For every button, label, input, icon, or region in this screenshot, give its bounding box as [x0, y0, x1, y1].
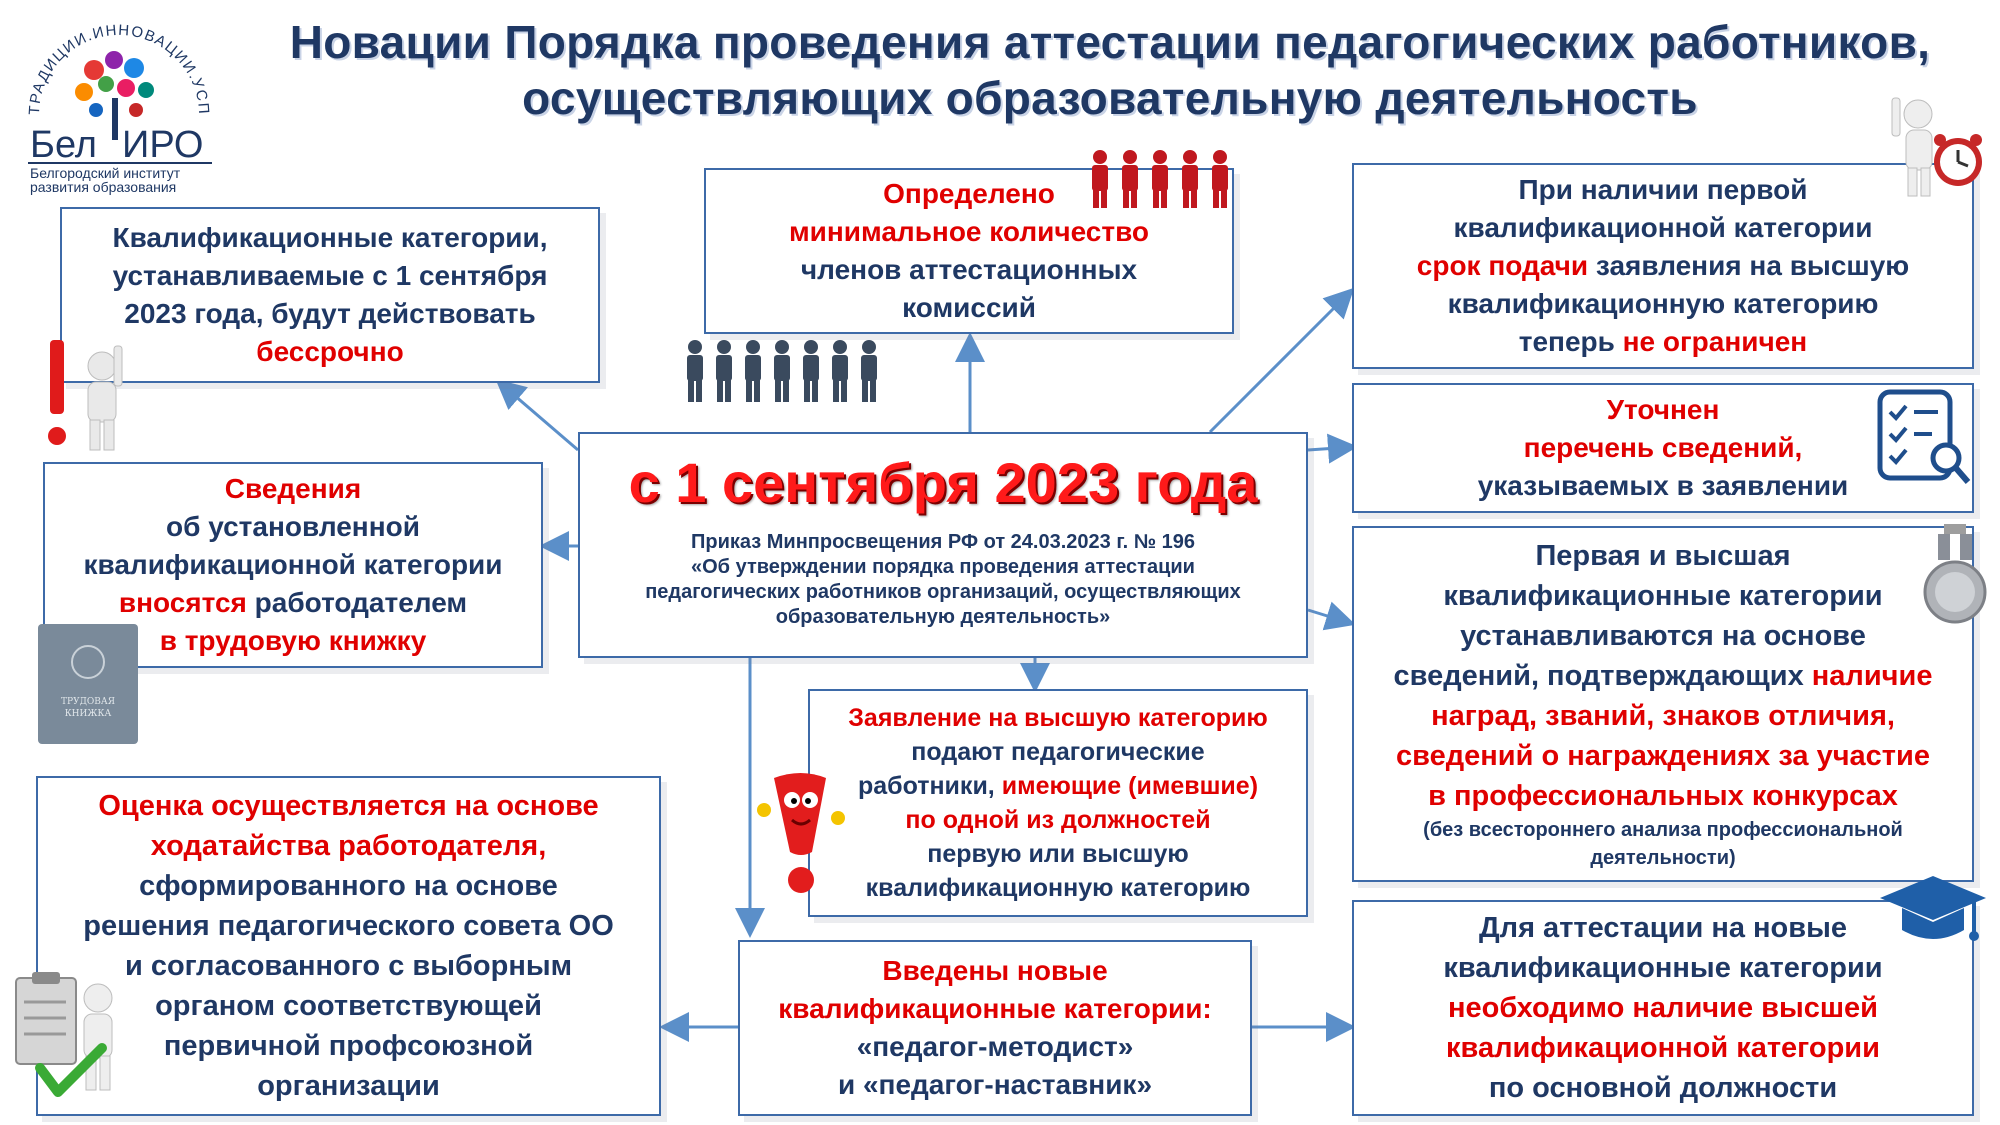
alarm-clock-figure-icon [1891, 97, 1982, 197]
graduation-cap-icon [1880, 876, 1986, 941]
order-reference: Приказ Минпросвещения РФ от 24.03.2023 г… [645, 531, 1241, 628]
arrow-to-list [1307, 433, 1358, 464]
box-awards: Первая и высшая квалификационные категор… [1352, 526, 1974, 882]
box-requirement: Для аттестации на новые квалификационные… [1352, 900, 1974, 1116]
title-line-1: Новации Порядка проведения аттестации пе… [289, 16, 1931, 68]
workbook-icon: ТРУДОВАЯ КНИЖКА [38, 624, 138, 744]
center-box: с 1 сентября 2023 года Приказ Минпросвещ… [578, 432, 1308, 658]
arrow-to-indefinite [495, 379, 579, 452]
workbook-label-2: КНИЖКА [65, 709, 112, 719]
people-group-icon [687, 340, 877, 402]
title-line-2: осуществляющих образовательную деятельно… [522, 72, 1698, 124]
logo-brand-left: Бел [30, 124, 97, 166]
logo-brand-right: ИРО [122, 124, 203, 166]
box-application: Заявление на высшую категорию подают пед… [808, 689, 1308, 917]
clipboard-check-icon [15, 972, 113, 1097]
box-commission: Определено минимальное количество членов… [704, 168, 1234, 334]
center-date: с 1 сентября 2023 года [628, 451, 1258, 514]
arrow-to-deadline [1208, 287, 1355, 434]
logo: ТРАДИЦИИ.ИННОВАЦИИ.УСПЕХ Бел ИРО Белгоро… [8, 0, 224, 195]
box-info-list: Уточнен перечень сведений, указываемых в… [1352, 383, 1974, 513]
page-title: Новации Порядка проведения аттестации пе… [230, 14, 1990, 126]
exclamation-mascot-icon [757, 773, 845, 893]
logo-tree-icon: ТРАДИЦИИ.ИННОВАЦИИ.УСПЕХ Бел ИРО Белгоро… [8, 0, 212, 195]
box-deadline: При наличии первой квалификационной кате… [1352, 163, 1974, 369]
workbook-label-1: ТРУДОВАЯ [61, 697, 115, 707]
logo-subtitle-2: развития образования [30, 179, 176, 195]
people-group-icon [1092, 150, 1228, 208]
checklist-search-icon [1877, 389, 1971, 484]
box-indefinite-categories: Квалификационные категории, устанавливае… [60, 207, 600, 383]
logo-subtitle-1: Белгородский институт [30, 165, 181, 181]
box-new-categories: Введены новые квалификационные категории… [738, 940, 1252, 1116]
arrow-to-awards [1307, 601, 1356, 631]
medal-icon [1923, 524, 1987, 624]
box-evaluation: Оценка осуществляется на основе ходатайс… [36, 776, 661, 1116]
exclamation-figure-icon [48, 340, 123, 451]
